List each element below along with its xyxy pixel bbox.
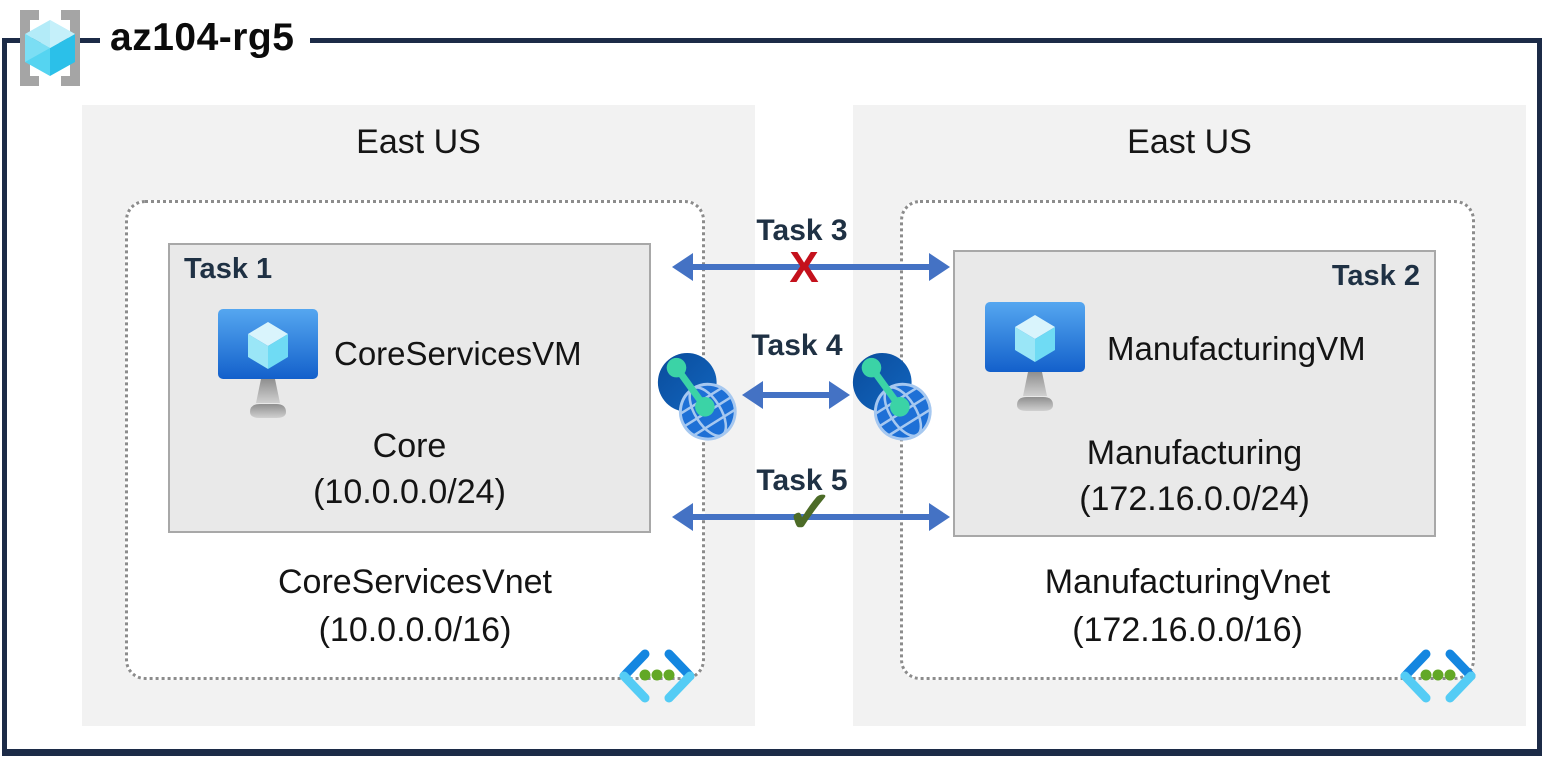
vm-name: ManufacturingVM xyxy=(1107,330,1366,367)
arrow-head-left xyxy=(742,381,763,409)
vm-name: CoreServicesVM xyxy=(334,335,582,372)
subnet-name: Core xyxy=(372,427,447,465)
vnet-manufacturing: Task 2 ManufacturingVM Manufacturing (17… xyxy=(900,200,1475,680)
vnet-name: ManufacturingVnet xyxy=(1044,563,1331,601)
resource-group-title: az104-rg5 xyxy=(100,16,311,66)
task1-label: Task 1 xyxy=(184,253,273,285)
virtual-machine-icon xyxy=(983,302,1087,414)
task3-arrow xyxy=(672,253,950,281)
vnet-coreservices: Task 1 CoreServicesVM Core (10.0.0.0/24)… xyxy=(125,200,705,680)
arrow-line xyxy=(688,264,934,270)
virtual-network-icon xyxy=(615,648,699,704)
vnet-peering-icon-right xyxy=(848,347,938,447)
virtual-machine-icon xyxy=(216,309,320,421)
task3-label: Task 3 xyxy=(756,214,848,247)
subnet-name: Manufacturing xyxy=(1086,434,1303,472)
subnet-cidr: (172.16.0.0/24) xyxy=(1079,480,1310,518)
blocked-x-mark: X xyxy=(789,243,819,292)
task5-label: Task 5 xyxy=(756,464,848,497)
region-title: East US xyxy=(356,123,481,161)
arrow-head-right xyxy=(829,381,850,409)
subnet-cidr: (10.0.0.0/24) xyxy=(313,473,506,511)
vnet-cidr: (172.16.0.0/16) xyxy=(1072,611,1303,649)
arrow-line xyxy=(688,514,934,520)
arrow-head-left xyxy=(672,503,693,531)
check-mark: ✓ xyxy=(785,480,835,545)
resource-group-header: az104-rg5 xyxy=(8,4,311,92)
arrow-head-left xyxy=(672,253,693,281)
region-title: East US xyxy=(1127,123,1252,161)
task5-arrow xyxy=(672,503,950,531)
region-east-us-left: East US Task 1 CoreServicesVM Core (10.0… xyxy=(82,105,755,726)
subnet-core: Task 1 CoreServicesVM Core (10.0.0.0/24) xyxy=(168,243,651,533)
arrow-head-right xyxy=(929,253,950,281)
task4-arrow xyxy=(742,381,850,409)
region-east-us-right: East US Task 2 ManufacturingVM Manufactu… xyxy=(853,105,1526,726)
arrow-head-right xyxy=(929,503,950,531)
subnet-manufacturing: Task 2 ManufacturingVM Manufacturing (17… xyxy=(953,250,1436,537)
task4-label: Task 4 xyxy=(751,329,843,362)
resource-group-frame xyxy=(2,38,1542,756)
virtual-network-icon xyxy=(1396,648,1480,704)
task2-label: Task 2 xyxy=(1331,260,1420,292)
vnet-name: CoreServicesVnet xyxy=(277,563,552,601)
arrow-line xyxy=(758,392,834,398)
vnet-peering-icon-left xyxy=(653,347,743,447)
vnet-cidr: (10.0.0.0/16) xyxy=(318,611,512,649)
resource-group-icon xyxy=(8,4,92,92)
